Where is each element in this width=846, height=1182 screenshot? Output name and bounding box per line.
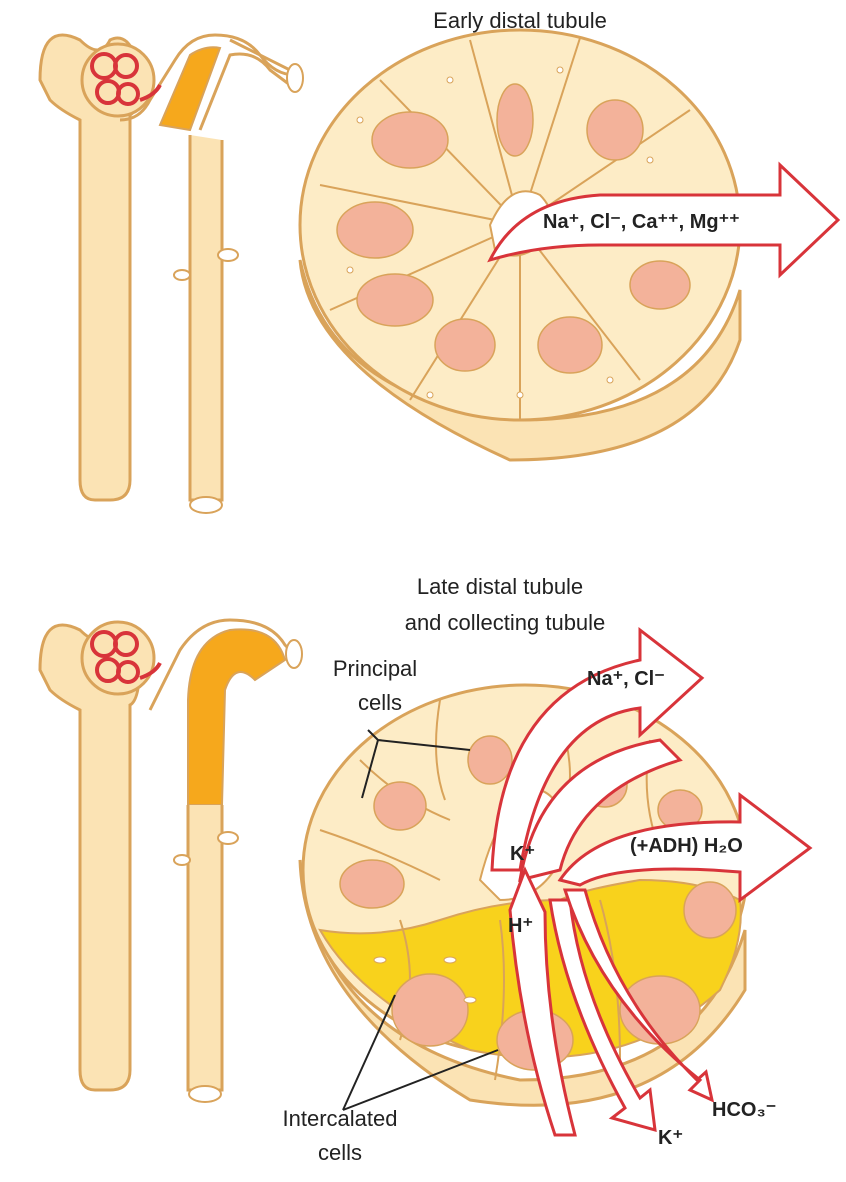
early-distal-cross-section [300,30,838,460]
nephron-diagram-bottom [40,620,302,1102]
early-ions-label: Na⁺, Cl⁻, Ca⁺⁺, Mg⁺⁺ [543,211,740,233]
principal-cells-label-line1: Principal [333,656,417,681]
ion-label-h: H⁺ [508,915,533,937]
intercalated-cells-label-line2: cells [318,1140,362,1165]
late-distal-title-line2: and collecting tubule [405,610,606,635]
late-distal-title-line1: Late distal tubule [417,574,583,599]
ion-label-h2o: (+ADH) H₂O [630,835,743,857]
ion-label-k-in: K⁺ [510,843,535,865]
intercalated-cells-label-line1: Intercalated [283,1106,398,1131]
principal-cells-label-line2: cells [358,690,402,715]
ion-label-na-cl: Na⁺, Cl⁻ [587,668,665,690]
ion-label-hco3: HCO₃⁻ [712,1099,776,1121]
ion-label-k-out: K⁺ [658,1127,683,1149]
nephron-diagram-top [40,35,303,513]
